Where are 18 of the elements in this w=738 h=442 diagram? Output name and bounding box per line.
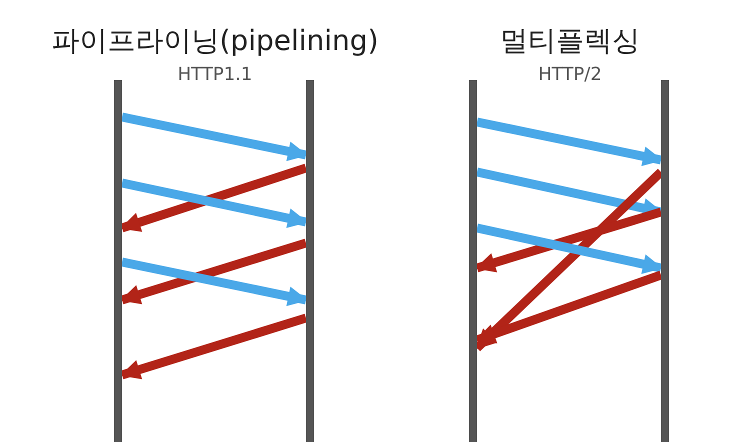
message-arrow <box>476 118 663 166</box>
message-arrow <box>121 112 308 162</box>
lifeline-bar <box>469 80 477 442</box>
message-arrow <box>120 314 308 380</box>
protocol-label: HTTP1.1 <box>178 64 252 85</box>
message-arrow <box>120 238 308 304</box>
message-arrow <box>120 164 308 232</box>
lifeline-bar <box>306 80 314 442</box>
message-arrow <box>475 208 662 272</box>
title-heading: 파이프라이닝(pipelining) <box>52 23 378 59</box>
protocol-label: HTTP/2 <box>538 64 602 85</box>
message-arrow <box>475 270 662 344</box>
message-arrow <box>121 258 308 306</box>
message-arrow <box>121 178 308 228</box>
message-arrow <box>476 224 663 274</box>
title-heading: 멀티플렉싱 <box>500 23 640 59</box>
lifeline-bar <box>661 80 669 442</box>
lifeline-bar <box>114 80 122 442</box>
